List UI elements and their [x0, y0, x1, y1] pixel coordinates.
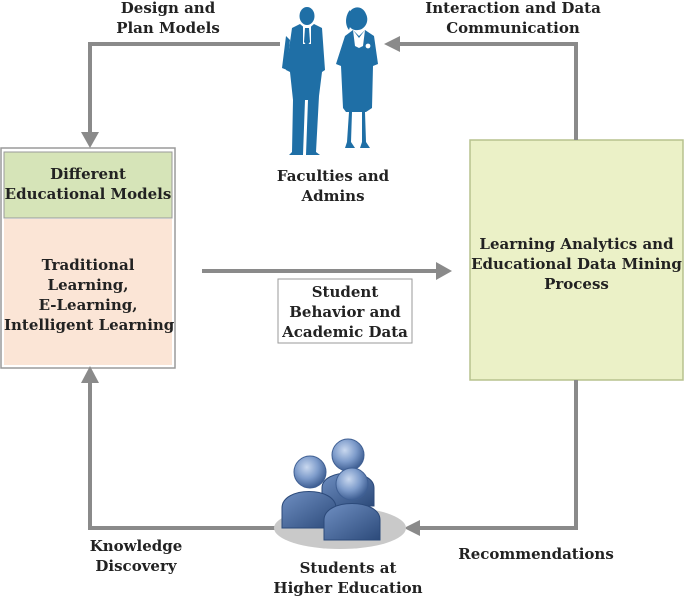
educational-models-header: Different Educational Models: [4, 164, 172, 204]
analytics-line-2: Educational Data Mining: [471, 255, 682, 273]
student-front: [323, 467, 381, 541]
arrowhead-left-top: [384, 36, 400, 52]
arrow-faculties-to-models: [88, 42, 280, 135]
students-line-2: Higher Education: [273, 579, 423, 597]
student-left: [281, 455, 337, 529]
flow-arrows: [88, 42, 578, 530]
interaction-communication-label: Interaction and Data Communication: [418, 0, 608, 38]
design-plan-models-label: Design and Plan Models: [108, 0, 228, 38]
recommendations-line-1: Recommendations: [458, 545, 614, 563]
models-body-line-3: E-Learning,: [38, 296, 138, 314]
design-line-2: Plan Models: [116, 19, 220, 37]
arrowhead-left-students: [404, 520, 420, 536]
interaction-line-1: Interaction and Data: [425, 0, 601, 17]
students-line-1: Students at: [299, 559, 397, 577]
faculties-line-1: Faculties and: [276, 167, 390, 185]
arrow-students-to-models: [88, 382, 300, 530]
models-body-line-2: Learning,: [47, 276, 129, 294]
models-body-line-1: Traditional: [41, 256, 135, 274]
student-data-line-3: Academic Data: [282, 323, 408, 341]
design-line-1: Design and: [120, 0, 216, 17]
interaction-line-2: Communication: [446, 19, 580, 37]
knowledge-discovery-label: Knowledge Discovery: [76, 536, 196, 576]
faculties-admins-label: Faculties and Admins: [268, 166, 398, 206]
models-header-line-1: Different: [50, 165, 126, 183]
analytics-process-label: Learning Analytics and Educational Data …: [470, 234, 683, 294]
student-academic-data-label: Student Behavior and Academic Data: [278, 282, 412, 342]
analytics-box: [469, 139, 684, 381]
faculties-line-2: Admins: [301, 187, 365, 205]
students-higher-education-label: Students at Higher Education: [270, 558, 426, 598]
knowledge-line-2: Discovery: [95, 557, 177, 575]
faculty-woman-figure: [336, 7, 378, 148]
faculty-admin-people-icon: [282, 7, 378, 155]
analytics-line-3: Process: [544, 275, 609, 293]
student-data-line-1: Student: [311, 283, 379, 301]
student-data-box: [277, 278, 413, 344]
educational-models-list: Traditional Learning, E-Learning, Intell…: [4, 255, 175, 335]
arrowhead-up-models: [81, 366, 99, 383]
students-group-icon: [274, 438, 406, 549]
student-data-line-2: Behavior and: [289, 303, 401, 321]
arrowhead-down-models: [81, 132, 99, 148]
arrowhead-right-analytics: [436, 262, 452, 280]
knowledge-line-1: Knowledge: [89, 537, 183, 555]
models-body-line-4: Intelligent Learning: [4, 316, 175, 334]
educational-models-box: [0, 147, 176, 369]
recommendations-label: Recommendations: [456, 544, 616, 564]
analytics-line-1: Learning Analytics and: [479, 235, 674, 253]
arrow-analytics-to-faculties: [398, 42, 578, 140]
faculty-man-figure: [282, 7, 325, 155]
arrowheads: [81, 36, 452, 536]
models-header-line-2: Educational Models: [4, 185, 172, 203]
arrow-analytics-to-students: [420, 380, 578, 530]
